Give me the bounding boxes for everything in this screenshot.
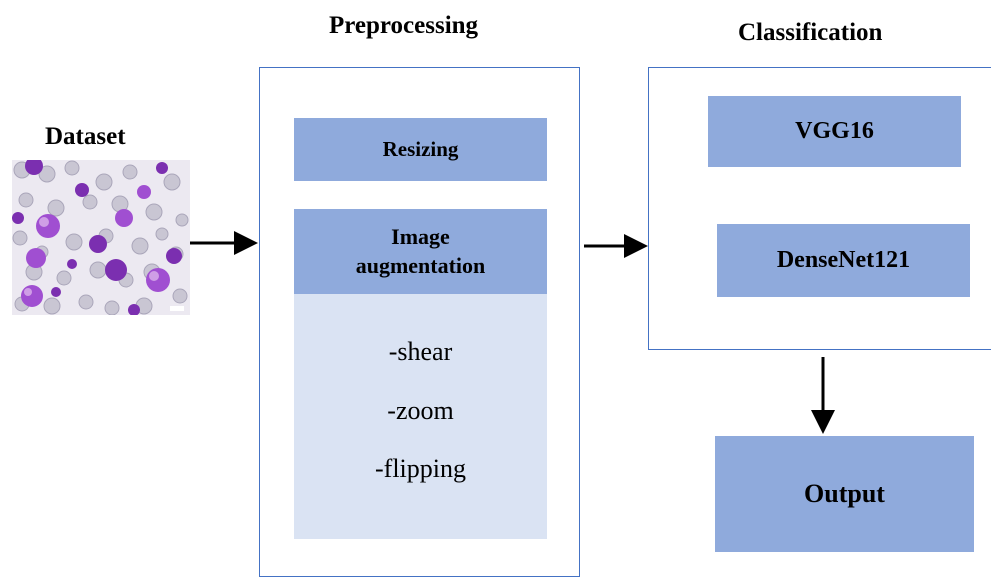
operation-shear: -shear bbox=[388, 337, 453, 366]
flow-arrows bbox=[190, 231, 835, 434]
operation-flipping: -flipping bbox=[375, 454, 466, 483]
augmentation-operations-box: -shear -zoom -flipping bbox=[294, 294, 547, 539]
preprocessing-panel: Resizing Image augmentation -shear -zoom… bbox=[259, 67, 580, 577]
preprocessing-heading: Preprocessing bbox=[329, 12, 479, 39]
output-box: Output bbox=[715, 436, 974, 552]
resizing-box: Resizing bbox=[294, 118, 547, 181]
resizing-label: Resizing bbox=[382, 137, 459, 161]
blood-smear-illustration bbox=[12, 160, 190, 315]
densenet121-label: DenseNet121 bbox=[776, 247, 911, 273]
vgg16-box: VGG16 bbox=[708, 96, 961, 167]
image-augmentation-label-line1: Image bbox=[391, 223, 450, 249]
dataset-heading: Dataset bbox=[45, 123, 126, 150]
classification-heading: Classification bbox=[738, 19, 883, 46]
vgg16-label: VGG16 bbox=[795, 118, 874, 144]
image-augmentation-label-line2: augmentation bbox=[355, 252, 486, 278]
classification-panel: VGG16 DenseNet121 bbox=[648, 67, 991, 350]
image-augmentation-box: Image augmentation bbox=[294, 209, 547, 294]
output-label: Output bbox=[804, 479, 885, 508]
dataset-image bbox=[12, 160, 190, 315]
densenet121-box: DenseNet121 bbox=[717, 224, 970, 297]
operation-zoom: -zoom bbox=[387, 396, 454, 425]
